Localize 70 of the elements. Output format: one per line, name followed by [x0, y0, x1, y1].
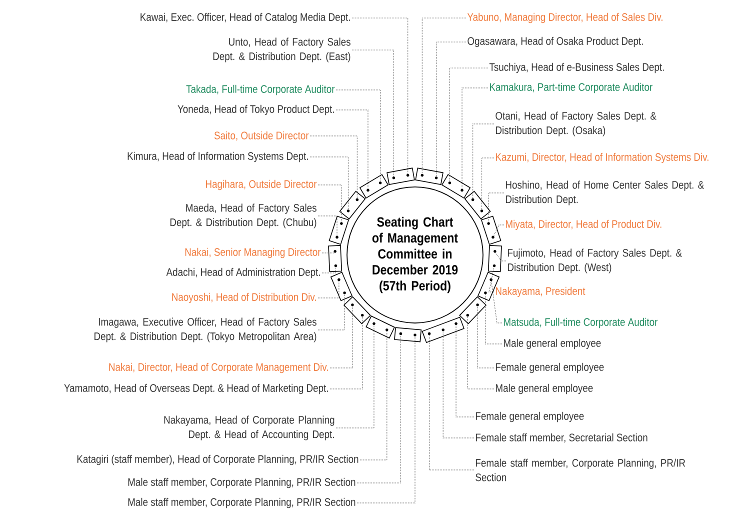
- name-label: Matsuda, Full-time Corporate Auditor: [504, 318, 658, 328]
- leader-line: [310, 156, 349, 210]
- name-label: Nakayama, Head of Corporate Planning Dept. & Head of Accounting Dept.: [164, 416, 334, 440]
- name-label: Miyata, Director, Head of Product Div.: [506, 220, 662, 230]
- leader-line: [488, 267, 494, 292]
- name-label: Kimura, Head of Information Systems Dept.: [128, 152, 308, 162]
- name-label: Naoyoshi, Head of Distribution Div.: [172, 292, 316, 304]
- leader-line: [481, 158, 494, 210]
- name-label: Male staff member, Corporate Planning, PR/IR Section: [128, 478, 356, 488]
- leader-line: [491, 281, 502, 324]
- name-label: Yoneda, Head of Tokyo Product Dept.: [178, 104, 334, 116]
- leader-line: [310, 136, 358, 198]
- leader-line: [336, 324, 374, 428]
- leader-line: [442, 331, 474, 438]
- name-label: Hoshino, Head of Home Center Sales Dept. & Distribution Dept.: [506, 180, 704, 206]
- leader-line: [318, 216, 338, 236]
- leader-line: [477, 306, 494, 368]
- name-label: Nakayama, President: [496, 286, 586, 298]
- leader-line: [428, 335, 474, 470]
- leader-line: [422, 18, 466, 174]
- name-label: Female staff member, Corporate Planning, PR/IR Section: [476, 458, 686, 482]
- leader-line: [318, 294, 345, 330]
- leader-line: [318, 184, 342, 222]
- name-label: Saito, Outside Director: [214, 131, 309, 141]
- name-label: Kamakura, Part-time Corporate Auditor: [490, 82, 652, 94]
- leader-line: [485, 294, 502, 344]
- name-label: Male general employee: [496, 384, 593, 394]
- leader-line: [352, 50, 394, 177]
- name-label: Adachi, Head of Administration Dept.: [166, 268, 320, 278]
- name-label: Nakai, Senior Managing Director: [185, 248, 321, 258]
- name-label: Male general employee: [504, 338, 601, 350]
- leader-line: [436, 42, 466, 177]
- leader-line: [330, 316, 363, 390]
- leader-line: [336, 90, 381, 182]
- leader-line: [356, 335, 402, 484]
- leader-line: [493, 224, 504, 236]
- name-label: Ogasawara, Head of Osaka Product Dept.: [468, 36, 643, 48]
- leader-line: [322, 267, 336, 274]
- leader-line: [467, 316, 494, 390]
- name-label: Yamamoto, Head of Overseas Dept. & Head of Marketing Dept.: [64, 384, 328, 394]
- name-label: Kawai, Exec. Officer, Head of Catalog Media Dept.: [140, 12, 350, 24]
- name-label: Tsuchiya, Head of e-Business Sales Dept.: [489, 62, 664, 74]
- name-label: Unto, Head of Factory Sales Dept. & Distribution Dept. (East): [213, 38, 350, 62]
- leader-line: [360, 331, 388, 460]
- leader-line: [356, 336, 416, 504]
- name-label: Hagihara, Outside Director: [206, 180, 317, 190]
- name-label: Male staff member, Corporate Planning, PR/IR Section: [128, 498, 356, 508]
- name-label: Katagiri (staff member), Head of Corporate Planning, PR/IR Section: [77, 454, 358, 466]
- name-label: Kazumi, Director, Head of Information Systems Div.: [496, 152, 708, 164]
- name-label: Female general employee: [496, 362, 604, 374]
- name-label: Female staff member, Secretarial Section: [476, 433, 648, 443]
- name-label: Maeda, Head of Factory Sales Dept. & Distribution Dept. (Chubu): [170, 204, 316, 228]
- leader-line: [449, 68, 488, 182]
- leader-line: [472, 124, 494, 198]
- leader-line: [336, 110, 368, 189]
- name-label: Fujimoto, Head of Factory Sales Dept. & Distribution Dept. (West): [508, 248, 682, 274]
- name-label: Imagawa, Executive Officer, Head of Factory Sales Dept. & Distribution Dept. (Tokyo Metropolitan Area): [94, 318, 316, 342]
- leader-line: [318, 281, 340, 298]
- leader-line: [456, 324, 474, 418]
- leader-line: [330, 306, 353, 368]
- leader-line: [322, 252, 336, 254]
- leader-line: [488, 192, 504, 222]
- name-label: Yabuno, Managing Director, Head of Sales Div.: [467, 12, 662, 24]
- name-label: Takada, Full-time Corporate Auditor: [186, 84, 335, 96]
- name-label: Otani, Head of Factory Sales Dept. & Distribution Dept. (Osaka): [496, 112, 656, 136]
- leader-line: [495, 252, 506, 262]
- leader-line: [462, 88, 488, 189]
- leader-line: [352, 18, 408, 174]
- name-label: Female general employee: [476, 412, 584, 422]
- name-label: Nakai, Director, Head of Corporate Management Div.: [109, 362, 328, 374]
